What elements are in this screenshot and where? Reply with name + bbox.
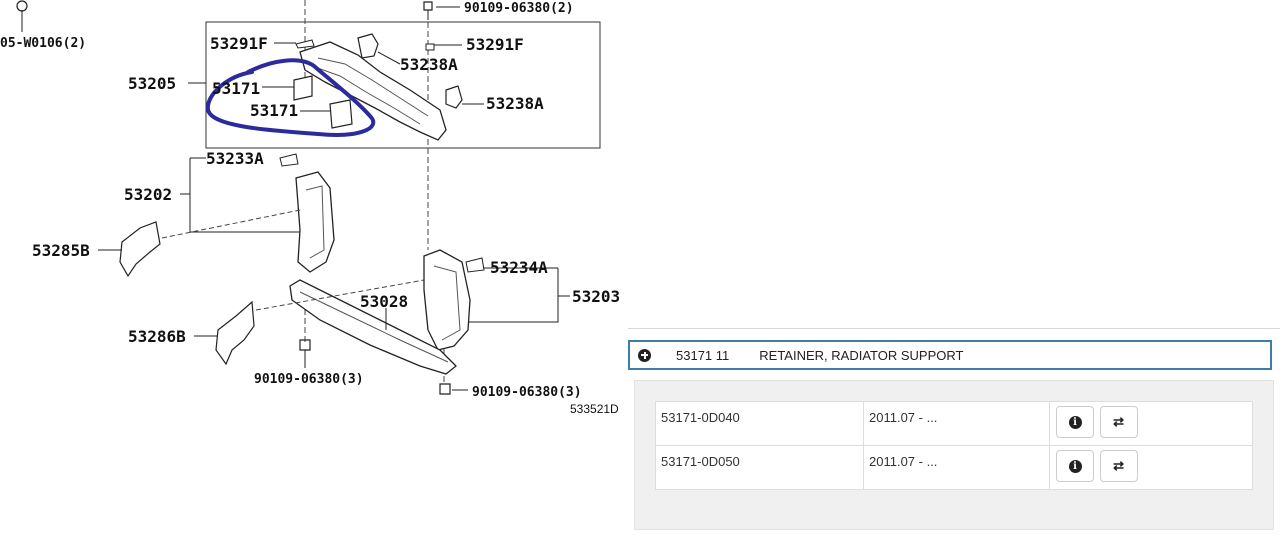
label-top-bolt-right: 90109-06380(2) [464,1,574,16]
info-button[interactable]: i [1056,450,1094,482]
part-detail-box: 53171-0D040 2011.07 - ... i ⇄ 53171-0D05… [634,380,1274,530]
label-53233a: 53233A [206,149,264,168]
parts-diagram: 05-W0106(2) 90109-06380(2) 53291F 53291F… [0,0,628,538]
part-numbers-table: 53171-0D040 2011.07 - ... i ⇄ 53171-0D05… [655,401,1253,490]
date-range-cell: 2011.07 - ... [863,445,1050,490]
label-53285b: 53285B [32,241,90,260]
info-icon: i [1068,459,1082,473]
diagram-id: 533521D [570,402,619,416]
label-53028: 53028 [360,292,408,311]
label-53205: 53205 [128,74,176,93]
actions-cell: i ⇄ [1049,445,1253,490]
label-53238a-top: 53238A [400,55,458,74]
divider [628,328,1280,329]
label-top-bolt-left: 05-W0106(2) [0,36,86,51]
swap-button[interactable]: ⇄ [1099,406,1138,438]
swap-icon: ⇄ [1113,458,1125,474]
part-group-header[interactable]: 53171 11 RETAINER, RADIATOR SUPPORT [628,340,1272,370]
label-53238a-right: 53238A [486,94,544,113]
part-group-code: 53171 11 [676,347,730,363]
label-53291f-right: 53291F [466,35,524,54]
parts-panel: 53171 11 RETAINER, RADIATOR SUPPORT 5317… [628,328,1280,538]
part-group-name: RETAINER, RADIATOR SUPPORT [759,347,964,363]
table-row: 53171-0D050 2011.07 - ... i ⇄ [655,445,1253,490]
label-53171-a: 53171 [212,79,260,98]
label-53203: 53203 [572,287,620,306]
actions-cell: i ⇄ [1049,401,1253,446]
label-bottom-bolt-right: 90109-06380(3) [472,385,582,400]
swap-button[interactable]: ⇄ [1099,450,1138,482]
label-53291f-left: 53291F [210,34,268,53]
label-bottom-bolt-left: 90109-06380(3) [254,372,364,387]
part-number-cell: 53171-0D050 [655,445,864,490]
swap-icon: ⇄ [1113,414,1125,430]
label-53234a: 53234A [490,258,548,277]
label-53171-b: 53171 [250,101,298,120]
label-53202: 53202 [124,185,172,204]
label-53286b: 53286B [128,327,186,346]
parts-diagram-drawing: 05-W0106(2) 90109-06380(2) 53291F 53291F… [0,0,620,416]
plus-circle-icon[interactable] [638,348,651,362]
info-button[interactable]: i [1056,406,1094,438]
table-row: 53171-0D040 2011.07 - ... i ⇄ [655,401,1253,446]
part-number-cell: 53171-0D040 [655,401,864,446]
date-range-cell: 2011.07 - ... [863,401,1050,446]
info-icon: i [1068,415,1082,429]
